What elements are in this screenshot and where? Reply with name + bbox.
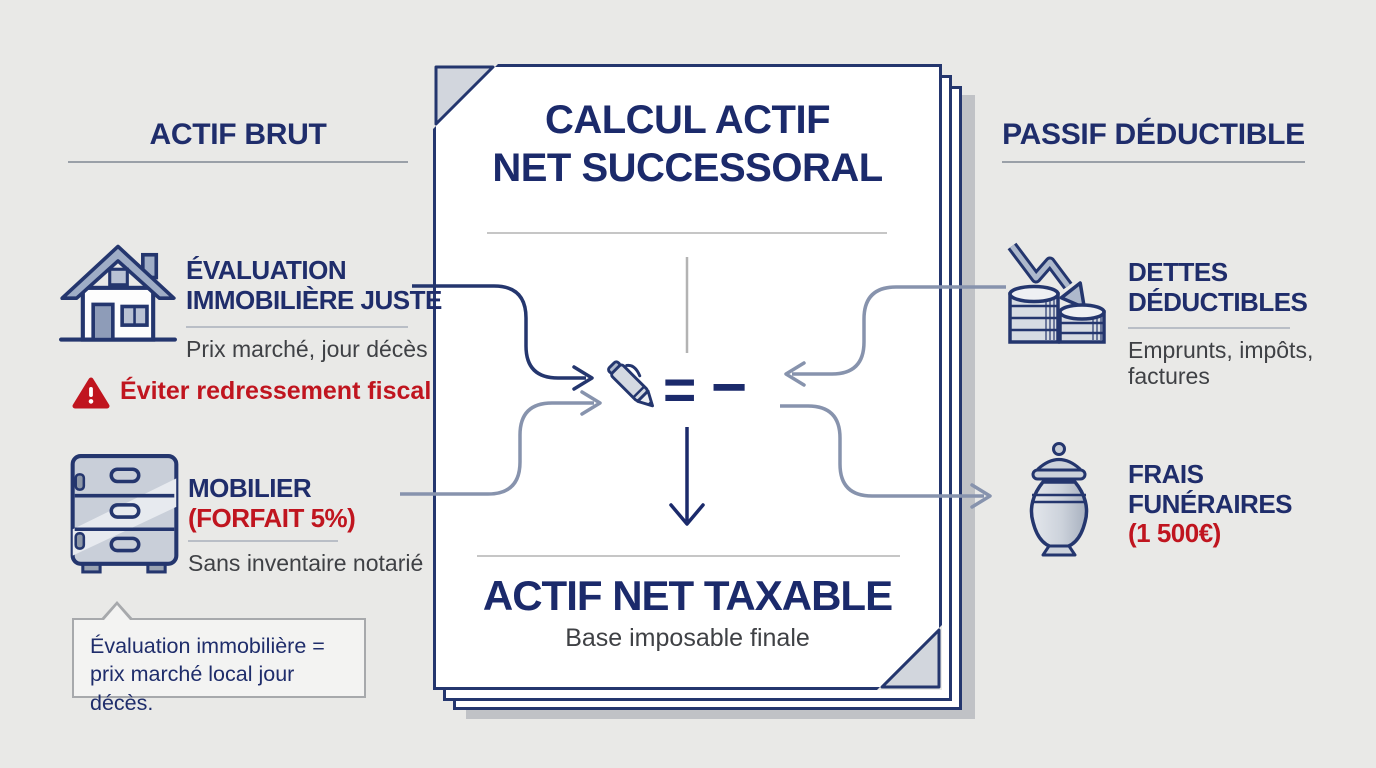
furniture-title-block: MOBILIER (FORFAIT 5%) — [188, 473, 356, 533]
warning-text: Éviter redressement fiscal — [120, 377, 432, 405]
document-title-line1: CALCUL ACTIF — [544, 98, 831, 142]
real-estate-title-line2: IMMOBILIÈRE JUSTE — [186, 284, 442, 315]
document-title: CALCUL ACTIF NET SUCCESSORAL — [433, 96, 942, 192]
equals-operator: = — [663, 358, 697, 422]
real-estate-subtitle: Prix marché, jour décès — [186, 336, 428, 362]
right-column-header: PASSIF DÉDUCTIBLE — [1002, 118, 1305, 151]
coins-icon — [1000, 240, 1114, 352]
furniture-accent: (FORFAIT 5%) — [188, 502, 356, 533]
debts-title-line1: DETTES — [1128, 257, 1228, 287]
funeral-accent: (1 500€) — [1128, 518, 1221, 549]
callout-note: Évaluation immobilière = prix marché loc… — [72, 618, 366, 715]
debts-title-block: DETTES DÉDUCTIBLES — [1128, 257, 1308, 317]
warning-icon — [72, 376, 110, 411]
left-column-header: ACTIF BRUT — [149, 118, 327, 151]
right-header-underline — [1002, 161, 1305, 163]
funeral-title-block: FRAIS FUNÉRAIRES (1 500€) — [1128, 459, 1293, 549]
urn-icon — [1018, 441, 1100, 559]
debts-underline — [1128, 327, 1290, 329]
furniture-title: MOBILIER — [188, 473, 312, 503]
pen-icon — [598, 352, 676, 430]
callout-line1: Évaluation immobilière = — [90, 634, 325, 658]
real-estate-title-line1: ÉVALUATION — [186, 255, 347, 285]
real-estate-underline — [186, 326, 408, 328]
debts-subtitle-line1: Emprunts, impôts, — [1128, 337, 1314, 363]
minus-operator: − — [711, 353, 748, 422]
debts-title-line2: DÉDUCTIBLES — [1128, 286, 1308, 317]
furniture-subtitle: Sans inventaire notarié — [188, 550, 424, 576]
debts-subtitle: Emprunts, impôts, factures — [1128, 337, 1313, 390]
safe-icon — [66, 452, 184, 576]
folded-corner-top-left — [433, 64, 498, 129]
callout-line2: prix marché local jour décès. — [90, 662, 295, 715]
real-estate-title: ÉVALUATION IMMOBILIÈRE JUSTE — [186, 255, 442, 315]
result-title: ACTIF NET TAXABLE — [482, 572, 893, 619]
debts-subtitle-line2: factures — [1128, 363, 1210, 390]
furniture-underline — [188, 540, 338, 542]
house-icon — [58, 240, 178, 344]
funeral-title-line1: FRAIS — [1128, 459, 1204, 489]
left-header-underline — [68, 161, 408, 163]
funeral-title-line2: FUNÉRAIRES — [1128, 488, 1293, 519]
folded-corner-bottom-right — [877, 625, 942, 690]
document-title-line2: NET SUCCESSORAL — [492, 146, 883, 190]
result-subtitle: Base imposable finale — [565, 624, 810, 652]
callout-pointer-fill — [104, 605, 130, 620]
